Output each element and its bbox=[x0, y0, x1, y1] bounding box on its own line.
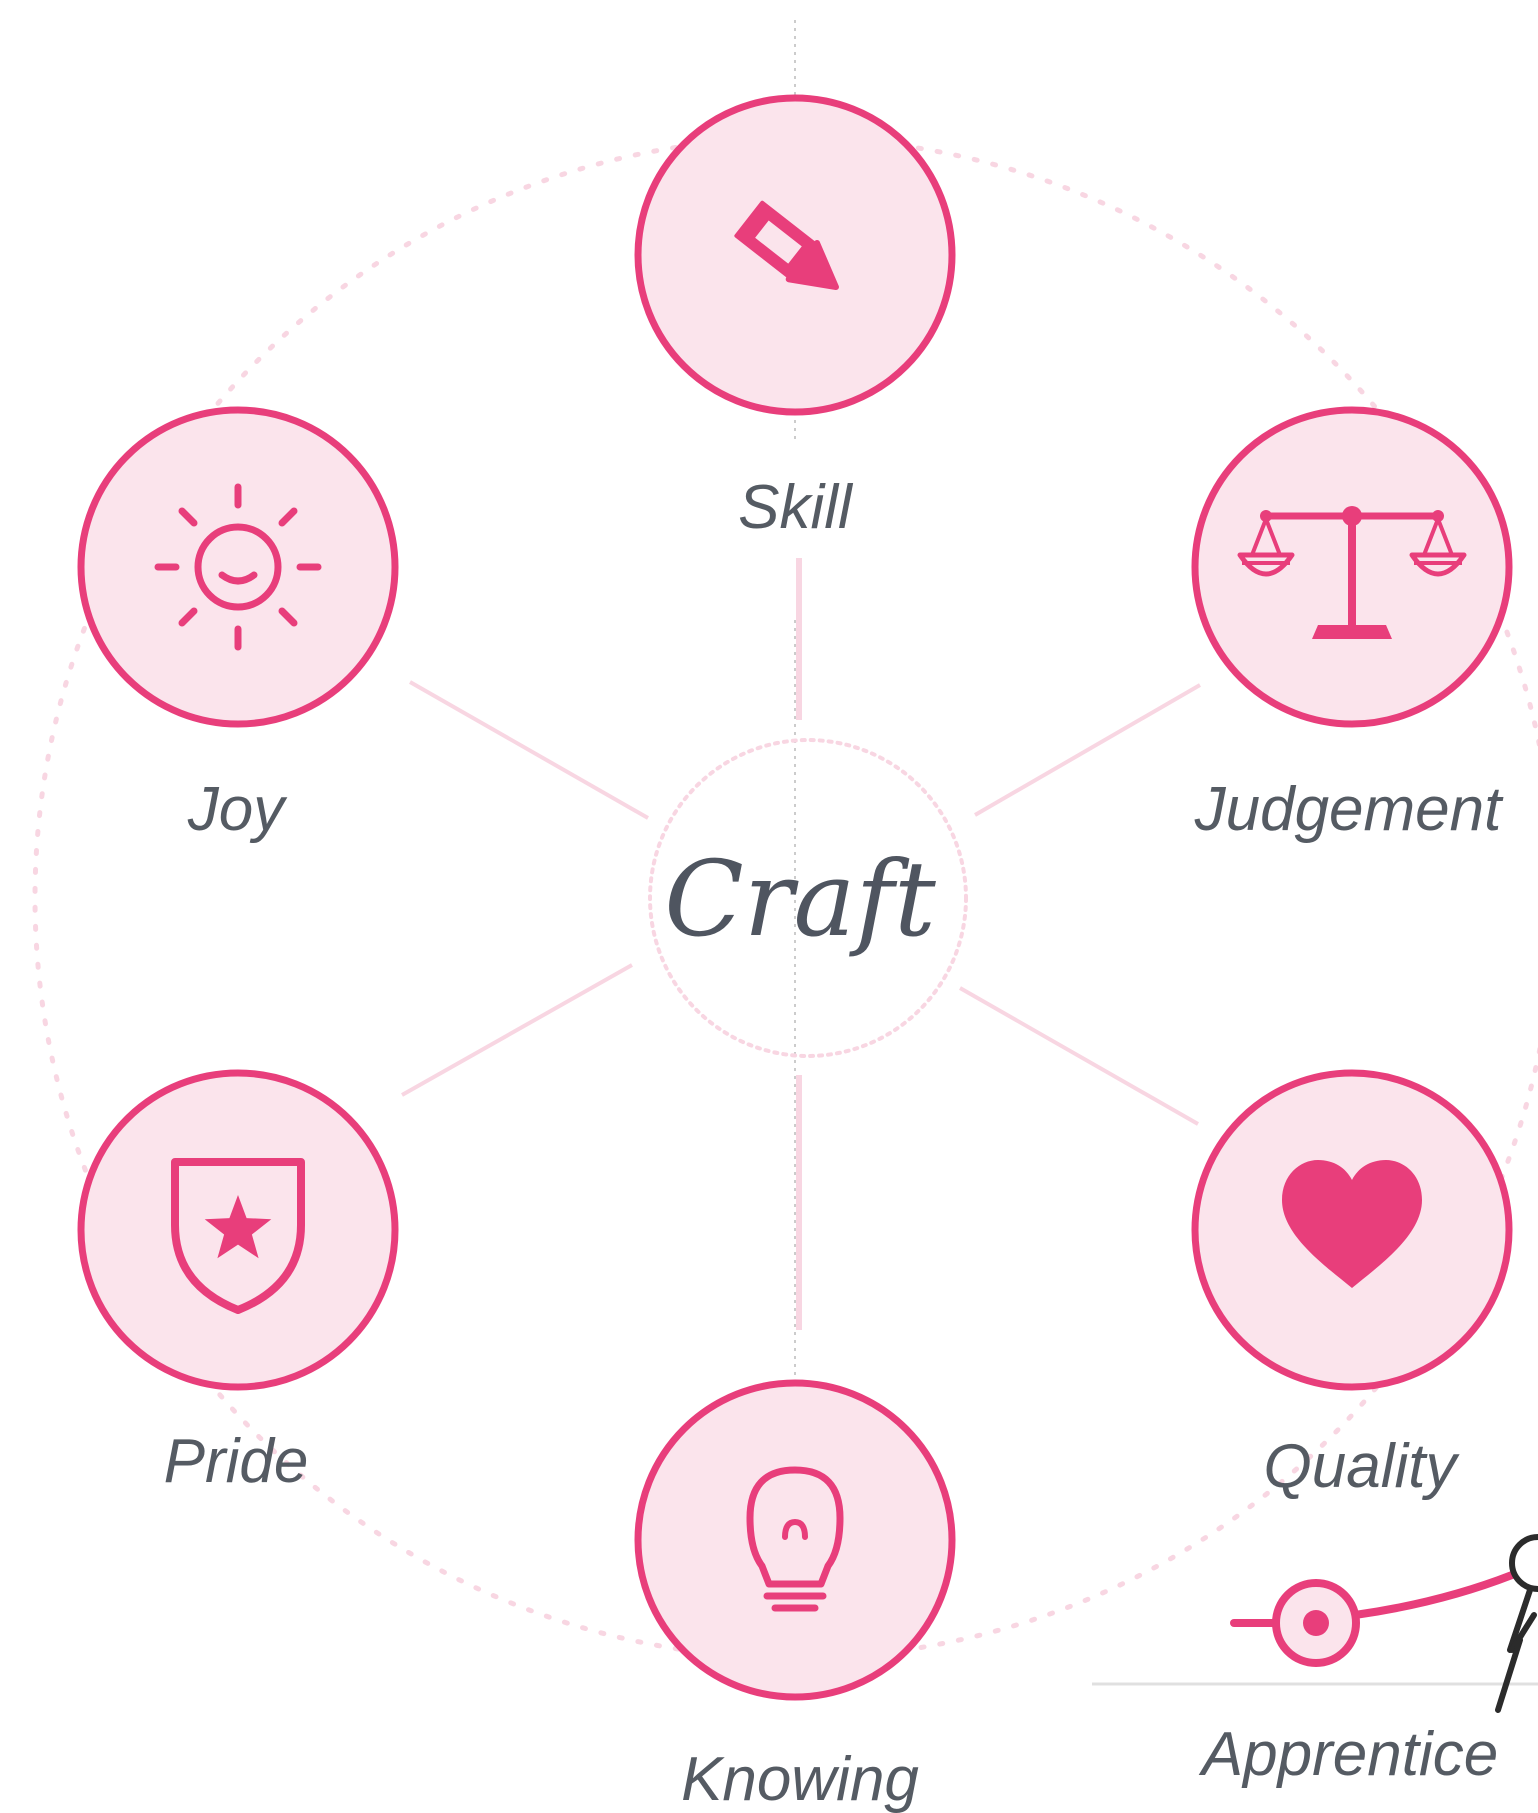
node-label-joy: Joy bbox=[187, 775, 288, 844]
heart-icon bbox=[1282, 1160, 1422, 1288]
node-label-quality: Quality bbox=[1264, 1432, 1461, 1501]
node-joy: Joy bbox=[77, 406, 399, 844]
timeline-progress-curve bbox=[1351, 1571, 1516, 1619]
timeline-marker-dot bbox=[1303, 1610, 1329, 1636]
node-label-judgement: Judgement bbox=[1194, 775, 1505, 844]
shield-star-icon bbox=[171, 1158, 305, 1314]
timeline-apprentice: Apprentice bbox=[1092, 1534, 1538, 1789]
node-quality: Quality bbox=[1191, 1069, 1513, 1501]
node-judgement: Judgement bbox=[1191, 406, 1513, 844]
pencil-icon bbox=[734, 200, 839, 291]
spoke-judgement bbox=[973, 683, 1202, 817]
stick-figure-icon bbox=[1495, 1534, 1538, 1713]
spoke-pride bbox=[401, 963, 633, 1097]
node-label-knowing: Knowing bbox=[681, 1745, 919, 1813]
node-skill: Skill bbox=[634, 94, 956, 542]
node-label-skill: Skill bbox=[738, 473, 854, 542]
spoke-quality bbox=[959, 986, 1199, 1126]
lightbulb-icon bbox=[746, 1466, 844, 1612]
timeline-label-apprentice: Apprentice bbox=[1198, 1720, 1498, 1789]
node-circle bbox=[77, 406, 399, 728]
sun-icon bbox=[154, 483, 322, 651]
center-dotted-ring bbox=[648, 738, 968, 1058]
node-label-pride: Pride bbox=[164, 1427, 309, 1496]
center-label: Craft bbox=[664, 838, 936, 960]
node-pride: Pride bbox=[77, 1069, 399, 1496]
spoke-joy bbox=[409, 680, 649, 820]
node-circle bbox=[634, 1379, 956, 1701]
node-knowing: Knowing bbox=[634, 1379, 956, 1813]
scales-icon bbox=[1237, 506, 1467, 639]
